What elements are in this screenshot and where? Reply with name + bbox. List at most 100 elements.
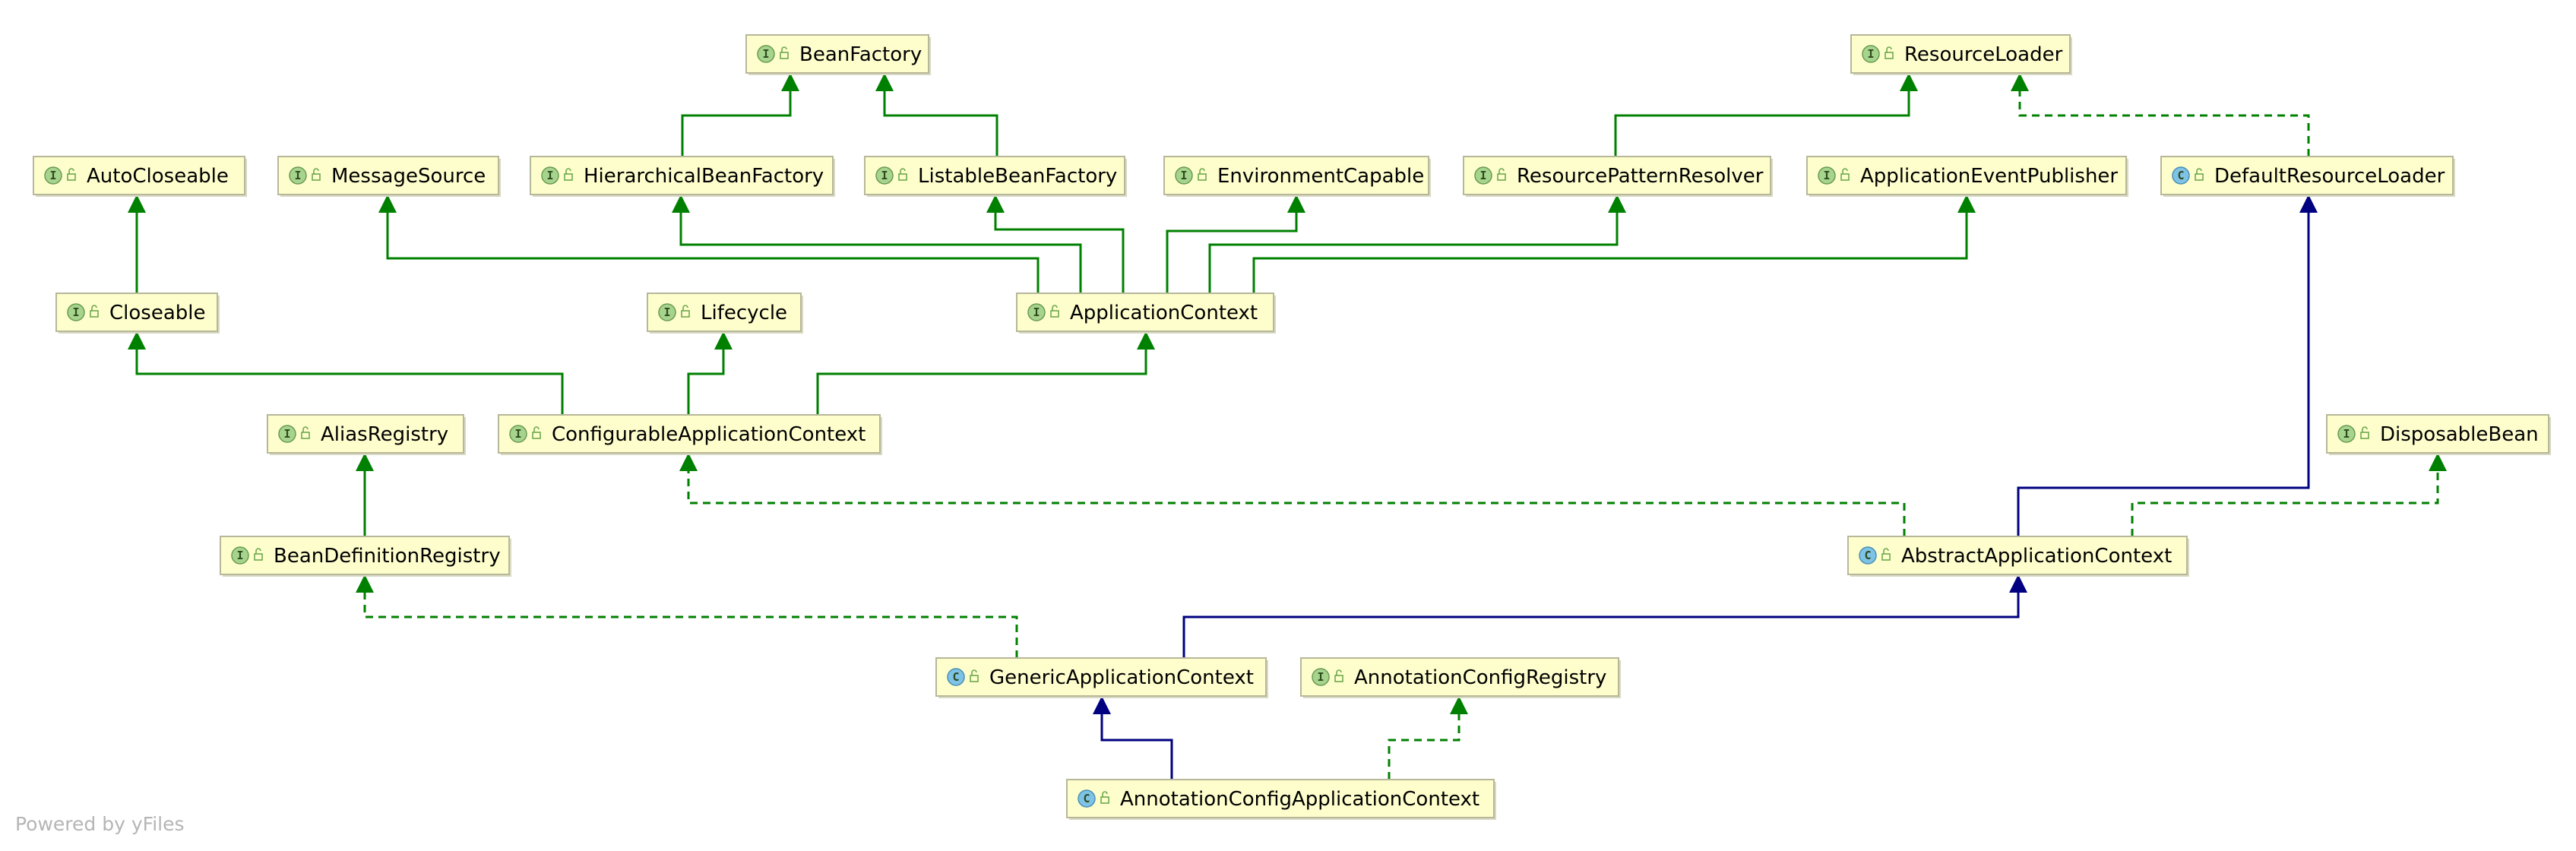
node-label: ApplicationContext [1070,302,1258,324]
node-closeable[interactable]: I Closeable [55,293,220,334]
edge-line [1252,211,1968,293]
public-lock-icon [2360,426,2369,439]
kind-letter: I [514,427,521,441]
node-label: BeanFactory [799,43,922,66]
edge-line [386,211,1040,293]
node-label: HierarchicalBeanFactory [584,165,824,188]
public-lock-icon [67,168,76,181]
node-configappctx[interactable]: I ConfigurableApplicationContext [498,414,882,455]
node-label: ConfigurableApplicationContext [552,423,866,446]
public-lock-icon [1050,305,1059,318]
arrowhead [679,453,698,471]
public-lock-icon [532,426,541,439]
public-lock-icon [564,168,573,181]
arrowhead [128,331,146,350]
node-autocloseable[interactable]: I AutoCloseable [33,156,247,197]
arrowhead [2429,453,2447,471]
edge-line [1388,713,1460,780]
arrowhead [378,195,397,213]
node-label: GenericApplicationContext [989,666,1254,689]
public-lock-icon [1198,168,1207,181]
edge-hierarchical-to-beanfactory [681,73,799,157]
edge-line [1166,211,1298,293]
edge-respattern-to-resourceloader [1614,73,1918,157]
kind-letter: I [1479,169,1486,182]
edge-appcontext-to-envcapable [1166,195,1305,293]
public-lock-icon [1881,548,1891,561]
arrowhead [2011,73,2029,91]
edge-line [687,470,1906,536]
kind-letter: I [881,169,888,182]
kind-letter: I [1823,169,1830,182]
kind-letter: I [1867,47,1874,61]
edge-genericappctx-to-abstractappctx [1182,574,2027,658]
edge-line [681,90,792,157]
node-label: ResourceLoader [1904,43,2063,66]
kind-letter: C [1083,792,1090,805]
edge-configappctx-to-lifecycle [687,331,733,415]
edge-appcontext-to-hierarchical [672,195,1082,293]
edge-configappctx-to-closeable [128,331,564,415]
edge-line [1100,713,1173,780]
arrowhead [1608,195,1626,213]
interface-icon [278,425,296,443]
arrowhead [1957,195,1976,213]
interface-icon [1175,166,1193,185]
public-lock-icon [898,168,907,181]
node-label: Lifecycle [701,302,787,324]
edge-beandefregistry-to-aliasregistry [356,453,374,536]
interface-icon [875,166,894,185]
node-box [1847,536,2188,575]
kind-letter: C [952,670,959,684]
interface-icon [44,166,62,185]
arrowhead [672,195,690,213]
node-label: AnnotationConfigRegistry [1354,666,1606,689]
node-box [1463,156,1771,195]
node-box [745,34,929,74]
class-icon [1078,789,1096,808]
edge-annotconfigappctx-to-genericappctx [1093,696,1173,780]
edge-defaultresloader-to-resourceloader [2011,73,2310,157]
class-icon [947,668,965,686]
node-label: AliasRegistry [321,423,448,446]
node-box [1163,156,1429,195]
kind-letter: I [72,305,79,319]
node-genericappctx[interactable]: C GenericApplicationContext [935,657,1268,698]
arrowhead [781,73,799,91]
kind-letter: I [49,169,56,182]
edge-appcontext-to-respattern [1208,195,1626,293]
public-lock-icon [780,46,789,59]
public-lock-icon [970,669,979,682]
node-hierarchical[interactable]: I HierarchicalBeanFactory [530,156,835,197]
node-annotconfigreg[interactable]: I AnnotationConfigRegistry [1300,657,1621,698]
node-label: Closeable [109,302,205,324]
node-label: MessageSource [331,165,486,188]
public-lock-icon [301,426,310,439]
arrowhead [875,73,894,91]
kind-letter: I [1317,670,1324,684]
edge-line [2018,90,2310,157]
edge-line [1182,591,2020,658]
kind-letter: I [546,169,553,182]
edge-line [1614,90,1910,157]
edge-line [1208,211,1619,293]
node-resourceloader[interactable]: I ResourceLoader [1850,34,2072,75]
node-label: AutoCloseable [87,165,229,188]
arrowhead [356,453,374,471]
edge-line [816,348,1147,415]
